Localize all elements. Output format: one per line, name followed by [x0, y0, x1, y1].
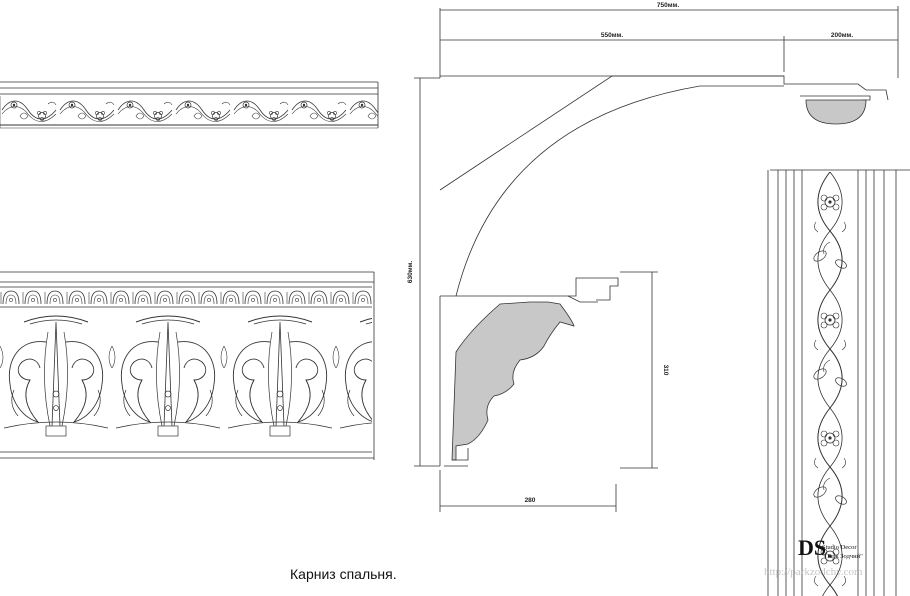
main-molding-section	[451, 301, 575, 461]
studio-logo: DS Studio Decor "Парк Зодчий"	[798, 536, 878, 566]
dim-cap-width: 200мм.	[831, 32, 853, 39]
cornice-elevation	[0, 81, 379, 460]
floral-frieze-top	[0, 96, 378, 124]
cap-molding-section	[805, 99, 867, 125]
dim-projection: 550мм.	[601, 32, 623, 39]
dim-molding-width: 280	[525, 497, 536, 504]
cornice-section	[414, 6, 899, 512]
logo-name: "Парк Зодчий"	[822, 553, 863, 560]
floral-vine-ornament	[808, 172, 852, 596]
pilaster-strip	[767, 169, 910, 596]
acanthus-frieze	[0, 308, 372, 452]
dim-overall-width: 750мм.	[657, 2, 679, 9]
watermark: http://parkzodchy.com	[764, 566, 863, 578]
drawing-caption: Карниз спальня.	[290, 566, 397, 582]
egg-and-dart-band	[0, 288, 372, 306]
dim-overall-height: 630мм.	[407, 261, 414, 283]
logo-mark: DS	[798, 535, 827, 560]
logo-studio: Studio Decor	[822, 544, 857, 551]
dim-molding-height: 310	[662, 365, 669, 376]
